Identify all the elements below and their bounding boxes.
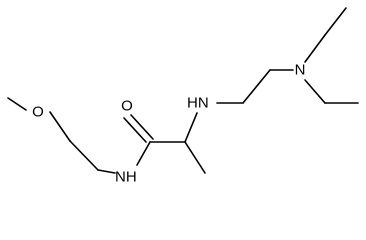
amide-oxygen-label: O — [121, 98, 133, 115]
amine-nitrogen-label: HN — [187, 95, 209, 112]
bond-oxygen-ch2 — [49, 111, 71, 142]
bond-ch2-nh — [97, 169, 116, 174]
amide-nitrogen-label: NH — [115, 169, 137, 185]
molecule-diagram: O O NH HN N — [7, 7, 359, 185]
bond-n-ethyl-upper-1 — [304, 34, 326, 63]
bond-carbonyl-double-a — [123, 117, 147, 143]
bond-alpha-hn — [184, 112, 198, 143]
bond-nh-carbonyl — [136, 141, 151, 166]
bond-n-ethyl-upper-2 — [324, 7, 347, 36]
methoxy-oxygen-label: O — [32, 104, 44, 121]
bond-methyl-oxygen — [7, 97, 27, 111]
bond-carbonyl-double-b — [130, 114, 154, 140]
bond-ch2-ch2-b — [242, 69, 271, 104]
bond-n-ethyl-lower-1 — [304, 79, 326, 104]
bond-alpha-methyl — [184, 141, 206, 174]
chemical-structure-canvas: O O NH HN N — [7, 7, 359, 185]
tertiary-nitrogen-label: N — [295, 62, 306, 79]
bond-ch2-ch2 — [69, 140, 99, 171]
